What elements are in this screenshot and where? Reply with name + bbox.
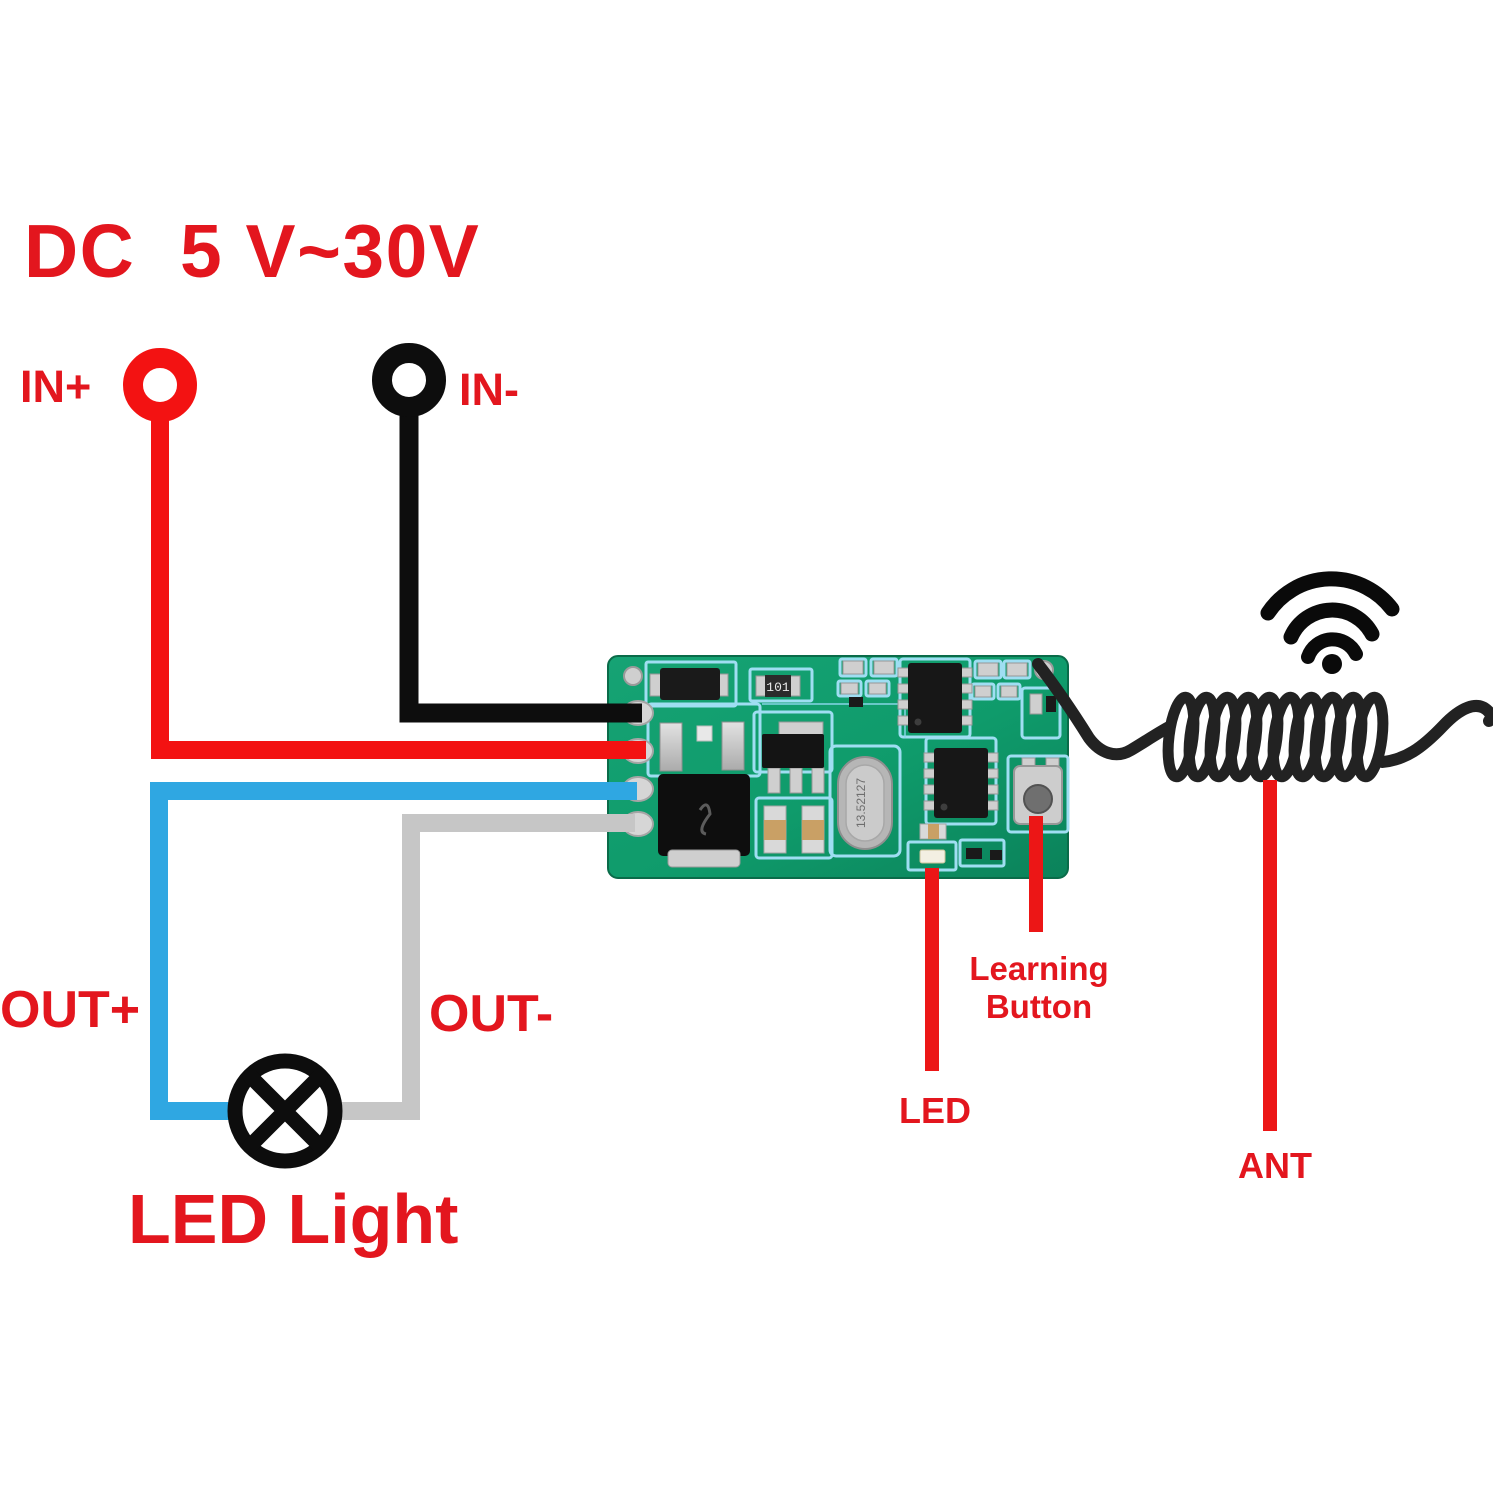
crystal-code: 13.52127 [854,778,868,828]
mosfet [658,774,750,868]
smd-components: 101 [649,660,1063,868]
in-positive-wire [151,412,646,759]
ic-soic8-mid [923,748,999,818]
coil-antenna [1032,658,1493,783]
voltage-regulator [762,721,825,794]
in-negative-wire [399,408,642,723]
wiring [150,408,646,1120]
lamp-cross-icon [227,1053,343,1169]
status-led [919,849,946,864]
out-positive-wire [150,782,637,1120]
led-label: LED [899,1090,971,1131]
led-light-label: LED Light [128,1180,459,1258]
capacitor [721,721,745,771]
in-negative-label: IN- [459,364,519,415]
capacitor [659,722,683,772]
pcb-module: 101 [607,655,1070,879]
out-negative-wire [340,814,635,1120]
learning-button-label: Learning Button [958,950,1120,1026]
tan-resistors [763,805,947,854]
resistor-101 [765,675,791,697]
learning-button-label-line1: Learning [969,950,1109,987]
wifi-signal-icon [1260,571,1400,674]
out-positive-label: OUT+ [0,981,141,1039]
learning-button [1013,757,1063,825]
callout-lines [925,780,1277,1131]
capacitor-small [696,725,713,742]
out-negative-label: OUT- [429,985,554,1043]
diode [660,668,720,700]
ic-soic8-top [897,663,973,733]
ant-label: ANT [1238,1145,1312,1186]
voltage-range-title: DC 5 V~30V [24,209,481,293]
mounting-hole [623,666,643,686]
in-positive-label: IN+ [20,361,92,412]
in-positive-terminal [123,348,197,422]
crystal-oscillator: 13.52127 [837,756,893,850]
resistor-code: 101 [766,680,790,695]
in-negative-terminal [372,343,446,417]
learning-button-label-line2: Button [985,987,1093,1025]
